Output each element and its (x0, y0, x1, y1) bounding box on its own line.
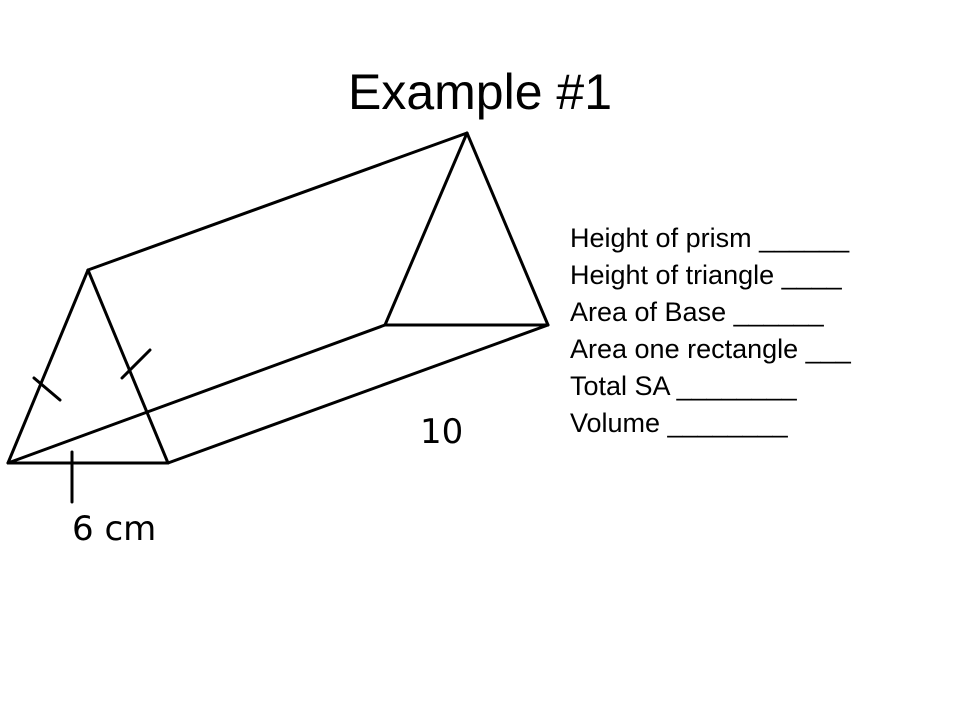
bottom-left-edge (6, 323, 387, 465)
base-length-label: 6 cm (72, 509, 156, 549)
question-area-rectangle: Area one rectangle ___ (570, 334, 851, 364)
question-height-triangle: Height of triangle ____ (570, 260, 842, 290)
question-height-prism: Height of prism ______ (570, 223, 850, 253)
tick-mark-left (32, 376, 62, 402)
question-area-base: Area of Base ______ (570, 297, 824, 327)
bottom-right-edge (166, 323, 550, 465)
length-label: 10 (420, 412, 463, 452)
back-left-edge (383, 131, 469, 327)
front-left-edge (6, 268, 90, 465)
slide-title: Example #1 (347, 64, 613, 120)
back-right-edge (465, 131, 550, 327)
question-list: Height of prism ______ Height of triangl… (570, 220, 851, 442)
question-volume: Volume ________ (570, 408, 788, 438)
tick-mark-right (120, 348, 152, 380)
question-total-sa: Total SA ________ (570, 371, 797, 401)
top-edge (86, 131, 469, 272)
front-right-edge (86, 268, 170, 465)
